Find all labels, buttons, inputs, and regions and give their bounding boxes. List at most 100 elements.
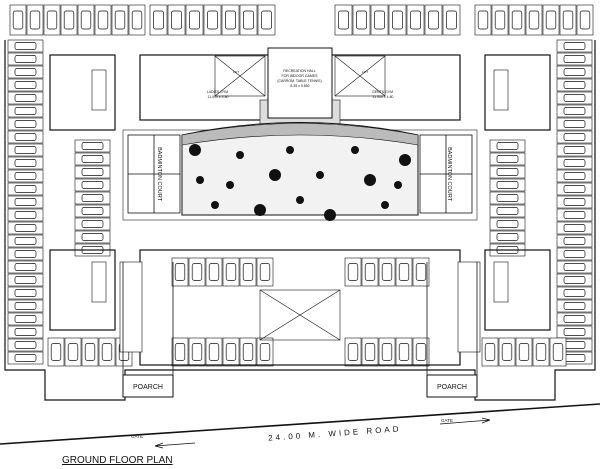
parking-bay <box>556 143 593 157</box>
parking-bay <box>64 337 82 367</box>
parking-bay <box>7 156 44 170</box>
parking-bay <box>256 257 274 287</box>
parking-bay <box>378 257 396 287</box>
parking-bay <box>515 337 533 367</box>
parking-bay <box>188 257 206 287</box>
tree <box>226 181 234 189</box>
parking-bay <box>7 78 44 92</box>
tree <box>316 171 324 179</box>
badminton-left-label: BADMINTON COURT <box>156 147 162 202</box>
parking-bay <box>412 257 430 287</box>
parking-bay <box>74 217 111 231</box>
parking-bay <box>257 4 276 36</box>
parking-bay <box>549 337 567 367</box>
parking-bay <box>542 4 560 36</box>
parking-bay <box>9 4 27 36</box>
parking-bay <box>7 325 44 339</box>
tree <box>381 201 389 209</box>
arrow-right-icon <box>439 417 491 425</box>
parking-bay <box>7 286 44 300</box>
badminton-court-left <box>127 134 181 214</box>
parking-bay <box>576 4 594 36</box>
ladies-gym-label: LADIES GYM 11.000 x 4.80 <box>207 90 229 99</box>
parking-bay <box>344 337 362 367</box>
lift-shafts <box>214 55 386 341</box>
parking-bay <box>498 337 516 367</box>
parking-bay <box>239 257 257 287</box>
parking-bay <box>81 337 99 367</box>
parking-bay <box>77 4 95 36</box>
parking-bay <box>556 78 593 92</box>
parking-bay <box>361 337 379 367</box>
parking-bay <box>7 351 44 365</box>
parking-bay <box>388 4 407 36</box>
parking-bay <box>128 4 146 36</box>
tree <box>211 201 219 209</box>
parking-bay <box>7 338 44 352</box>
parking-bay <box>556 195 593 209</box>
parking-bay <box>149 4 168 36</box>
arrow-left-icon <box>154 442 196 449</box>
recreation-hall <box>267 47 333 119</box>
parking-bay <box>344 257 362 287</box>
parking-bay <box>556 91 593 105</box>
parking-bay <box>7 182 44 196</box>
parking-bay <box>47 337 65 367</box>
parking-bay <box>378 337 396 367</box>
parking-bay <box>60 4 78 36</box>
parking-bay <box>7 195 44 209</box>
parking-bay <box>74 178 111 192</box>
parking-bay <box>7 208 44 222</box>
parking-bay <box>556 286 593 300</box>
parking-bay <box>395 337 413 367</box>
parking-bay <box>442 4 461 36</box>
parking-bay <box>556 39 593 53</box>
parking-bay <box>489 139 526 153</box>
parking-bay <box>489 230 526 244</box>
parking-bay <box>7 221 44 235</box>
tree <box>196 176 204 184</box>
parking-bay <box>556 52 593 66</box>
parking-bay <box>559 4 577 36</box>
parking-bay <box>222 257 240 287</box>
parking-bay <box>7 117 44 131</box>
parking-bay <box>7 91 44 105</box>
tree <box>351 146 359 154</box>
parking-bay <box>474 4 492 36</box>
parking-bay <box>556 221 593 235</box>
tree <box>189 144 201 156</box>
parking-bay <box>7 312 44 326</box>
parking-bay <box>98 337 116 367</box>
parking-bay <box>556 260 593 274</box>
parking-bay <box>43 4 61 36</box>
parking-bay <box>205 257 223 287</box>
parking-bay <box>556 325 593 339</box>
lift-label: LIFT <box>362 70 368 74</box>
parking-bay <box>7 65 44 79</box>
tree <box>269 169 281 181</box>
parking-bay <box>489 165 526 179</box>
parking-bay <box>188 337 206 367</box>
tree <box>236 151 244 159</box>
recreation-hall-label: RECREATION HALL FOR INDOOR GAMES (CARROM… <box>277 69 322 88</box>
parking-bay <box>489 191 526 205</box>
poarch-right <box>426 374 478 398</box>
poarch-left <box>122 374 174 398</box>
tree <box>364 174 376 186</box>
gents-gym-label: GENTS GYM 11.000 x 4.80 <box>372 90 394 99</box>
parking-bay <box>7 130 44 144</box>
parking-bay <box>508 4 526 36</box>
parking-bay <box>481 337 499 367</box>
parking-bay <box>556 156 593 170</box>
parking-bay <box>74 230 111 244</box>
parking-bay <box>556 130 593 144</box>
parking-bay <box>7 299 44 313</box>
parking-bay <box>239 337 257 367</box>
parking-bay <box>111 4 129 36</box>
parking-bay <box>395 257 413 287</box>
parking-bay <box>556 247 593 261</box>
parking-bay <box>185 4 204 36</box>
parking-bay <box>203 4 222 36</box>
parking-bay <box>7 260 44 274</box>
